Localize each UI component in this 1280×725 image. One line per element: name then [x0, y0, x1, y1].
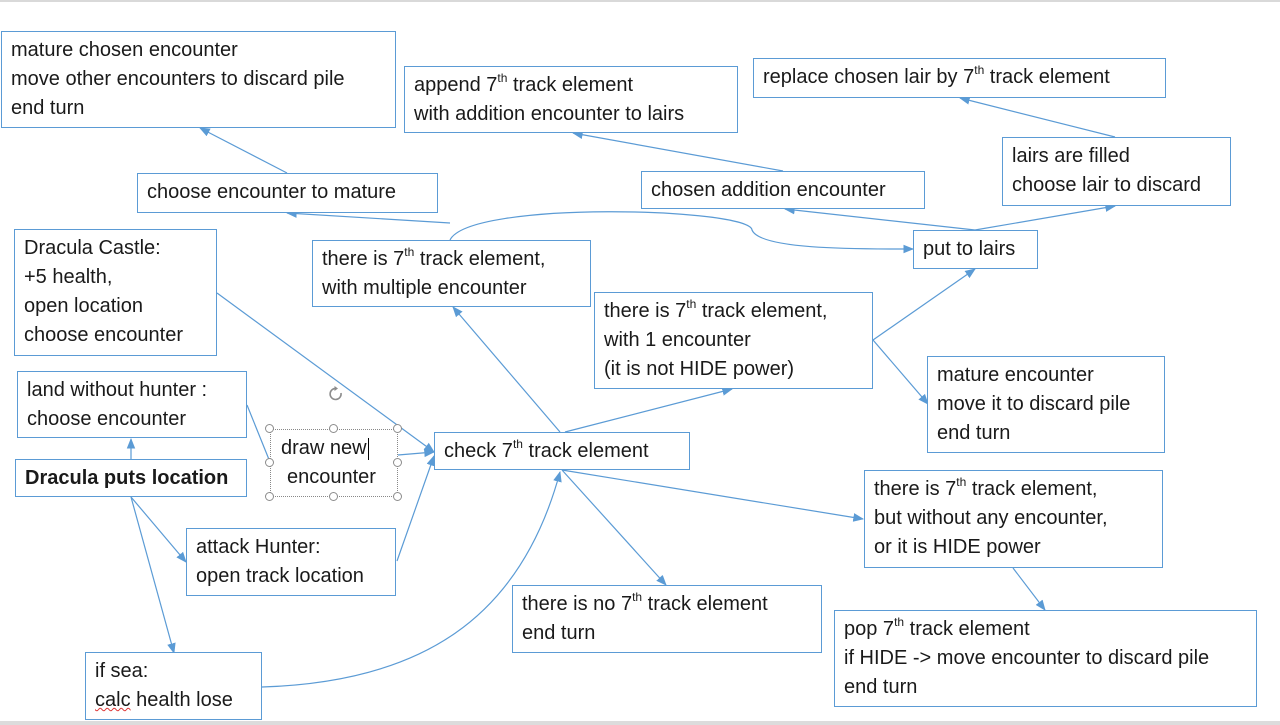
node-mature-encounter[interactable]: mature encounter move it to discard pile…	[927, 356, 1165, 453]
node-choose-encounter-mature[interactable]: choose encounter to mature	[137, 173, 438, 213]
node-line: draw new	[281, 437, 369, 460]
node-line: if sea:	[95, 660, 149, 682]
resize-handle-sw[interactable]	[265, 492, 274, 501]
node-line: mature encounter	[937, 364, 1094, 386]
rotate-handle-icon[interactable]	[326, 384, 346, 404]
resize-handle-se[interactable]	[393, 492, 402, 501]
node-line: pop 7th track element	[844, 615, 1030, 640]
node-line: +5 health,	[24, 266, 113, 288]
node-line: replace chosen lair by 7th track element	[763, 63, 1110, 88]
arrow-check-to-one	[564, 387, 734, 433]
node-line: there is 7th track element,	[604, 297, 828, 322]
arrow-choose-to-mature	[199, 127, 288, 174]
node-line: or it is HIDE power	[874, 536, 1041, 558]
node-attack-hunter[interactable]: attack Hunter: open track location	[186, 528, 396, 596]
node-append-7th[interactable]: append 7th track element with addition e…	[404, 66, 738, 133]
node-line: put to lairs	[923, 238, 1016, 260]
arrow-put-to-lairs-filled	[974, 203, 1117, 231]
arrow-land-to-draw	[246, 404, 271, 463]
node-chosen-addition[interactable]: chosen addition encounter	[641, 171, 925, 209]
node-line: calc health lose	[95, 689, 233, 711]
arrow-multiple-to-put	[449, 211, 915, 254]
bottom-border	[0, 721, 1280, 725]
text-caret	[367, 437, 369, 460]
node-line: with addition encounter to lairs	[414, 103, 685, 125]
node-line: mature chosen encounter	[11, 39, 238, 61]
node-line: chosen addition encounter	[651, 179, 886, 201]
resize-handle-w[interactable]	[265, 458, 274, 467]
node-dracula-puts[interactable]: Dracula puts location	[15, 459, 247, 497]
node-multiple-encounter[interactable]: there is 7th track element, with multipl…	[312, 240, 591, 307]
resize-handle-nw[interactable]	[265, 424, 274, 433]
node-line: there is 7th track element,	[874, 475, 1098, 500]
arrow-one-to-mature	[872, 339, 929, 405]
node-line: Dracula puts location	[25, 467, 229, 489]
node-no-7th[interactable]: there is no 7th track element end turn	[512, 585, 822, 653]
resize-handle-n[interactable]	[329, 424, 338, 433]
node-dracula-castle[interactable]: Dracula Castle: +5 health, open location…	[14, 229, 217, 356]
node-line: choose encounter	[27, 408, 187, 430]
node-line: append 7th track element	[414, 71, 634, 96]
node-mature-chosen[interactable]: mature chosen encounter move other encou…	[1, 31, 396, 128]
resize-handle-s[interactable]	[329, 492, 338, 501]
arrow-one-to-put	[872, 268, 976, 341]
arrow-check-to-no7th	[561, 469, 667, 586]
arrow-attack-to-check	[396, 454, 435, 562]
node-line: with 1 encounter	[604, 329, 751, 351]
node-line: end turn	[11, 97, 85, 119]
spellcheck-underline: calc	[95, 689, 131, 711]
node-line: with multiple encounter	[322, 277, 527, 299]
node-line: Dracula Castle:	[24, 237, 161, 259]
node-line: move other encounters to discard pile	[11, 68, 345, 90]
node-line: open location	[24, 295, 143, 317]
node-line: end turn	[937, 422, 1011, 444]
arrow-chosen-to-append	[571, 130, 784, 172]
top-border	[0, 0, 1280, 2]
node-put-to-lairs[interactable]: put to lairs	[913, 230, 1038, 269]
node-line: lairs are filled	[1012, 145, 1130, 167]
arrow-check-to-multiple	[452, 306, 561, 433]
node-line: there is 7th track element,	[322, 245, 546, 270]
node-line: there is no 7th track element	[522, 590, 768, 615]
arrow-put-to-chosen	[783, 205, 976, 231]
node-line: land without hunter :	[27, 379, 208, 401]
node-line: check 7th track element	[444, 437, 649, 462]
arrow-multiple-to-choose	[285, 209, 451, 224]
node-line: encounter	[287, 466, 376, 488]
node-line: choose encounter	[24, 324, 184, 346]
node-without-encounter[interactable]: there is 7th track element, but without …	[864, 470, 1163, 568]
node-one-encounter[interactable]: there is 7th track element, with 1 encou…	[594, 292, 873, 389]
node-draw-new[interactable]: draw new encounter	[270, 429, 398, 497]
node-check-7th[interactable]: check 7th track element	[434, 432, 690, 470]
node-line: (it is not HIDE power)	[604, 358, 795, 380]
resize-handle-ne[interactable]	[393, 424, 402, 433]
node-line: end turn	[844, 676, 918, 698]
resize-handle-e[interactable]	[393, 458, 402, 467]
node-line: if HIDE -> move encounter to discard pil…	[844, 647, 1210, 669]
arrow-check-to-without	[561, 469, 865, 522]
node-line: but without any encounter,	[874, 507, 1108, 529]
arrow-puts-to-attack	[130, 496, 187, 563]
arrow-sea-to-check	[261, 470, 562, 688]
arrow-puts-to-sea	[130, 496, 176, 655]
node-line: open track location	[196, 565, 364, 587]
node-line: end turn	[522, 622, 596, 644]
node-line: attack Hunter:	[196, 536, 321, 558]
node-land-without-hunter[interactable]: land without hunter : choose encounter	[17, 371, 247, 438]
arrow-draw-to-check	[397, 448, 436, 458]
node-line: choose encounter to mature	[147, 181, 397, 203]
arrow-lairs-to-replace	[958, 96, 1116, 138]
node-if-sea[interactable]: if sea: calc health lose	[85, 652, 262, 720]
node-line: choose lair to discard	[1012, 174, 1201, 196]
node-pop-7th[interactable]: pop 7th track element if HIDE -> move en…	[834, 610, 1257, 707]
node-lairs-filled[interactable]: lairs are filled choose lair to discard	[1002, 137, 1231, 206]
arrow-without-to-pop	[1012, 567, 1046, 611]
node-replace-lair[interactable]: replace chosen lair by 7th track element	[753, 58, 1166, 98]
node-line: move it to discard pile	[937, 393, 1131, 415]
